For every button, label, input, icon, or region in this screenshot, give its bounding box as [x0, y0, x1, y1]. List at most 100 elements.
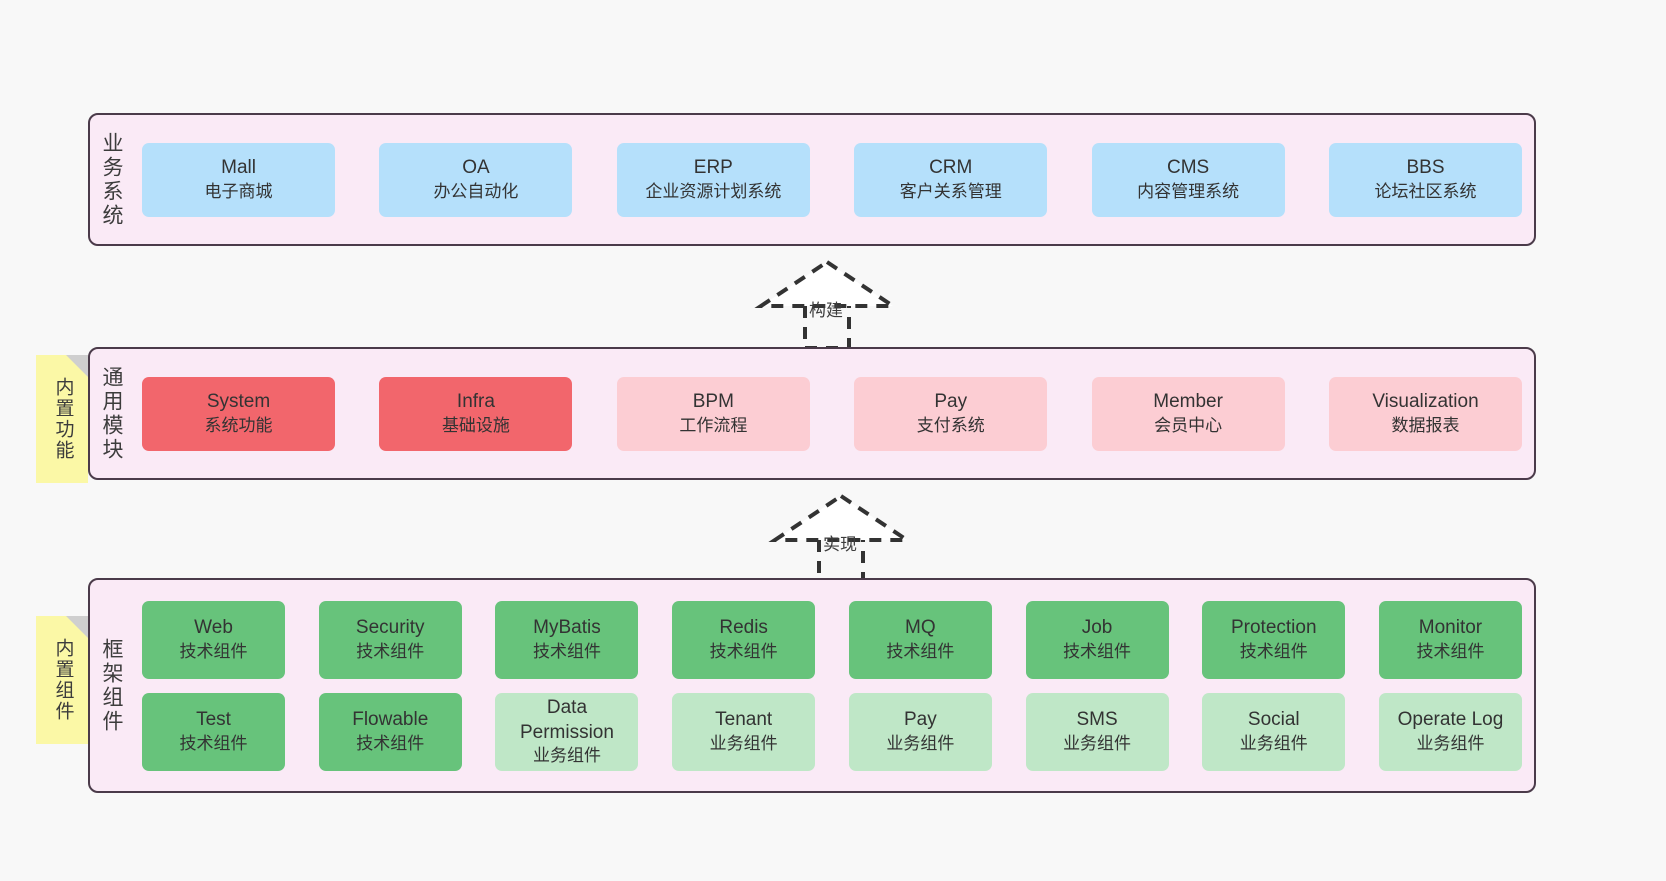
card-subtitle: 业务组件	[886, 733, 955, 753]
card-title: BPM	[692, 391, 734, 413]
card-title: Protection	[1230, 617, 1317, 639]
card-subtitle: 技术组件	[886, 641, 955, 661]
arrow-label-build: 构建	[809, 301, 843, 320]
card-title: CRM	[929, 157, 973, 179]
card-subtitle: 技术组件	[532, 641, 601, 661]
card-subtitle: 工作流程	[679, 415, 748, 435]
card-title: MyBatis	[533, 617, 601, 639]
arrow-implement: 实现	[768, 492, 914, 584]
card-title: Job	[1081, 617, 1113, 639]
sticky-fold-corner-icon	[66, 616, 88, 638]
card-title: OA	[462, 157, 490, 179]
card-subtitle: 业务组件	[709, 733, 778, 753]
layer-title-business-systems: 业务系统	[100, 131, 124, 228]
card-subtitle: 技术组件	[356, 641, 425, 661]
card-title: ERP	[693, 157, 733, 179]
arrowhead-triangle-implement	[768, 493, 914, 542]
card-subtitle: 论坛社区系统	[1374, 181, 1477, 201]
card-title: Data Permission	[519, 697, 614, 743]
card-title: Mall	[221, 157, 256, 179]
card-subtitle: 技术组件	[1239, 641, 1308, 661]
card-title: SMS	[1076, 709, 1118, 731]
card-subtitle: 技术组件	[179, 641, 248, 661]
card-subtitle: 基础设施	[441, 415, 510, 435]
arrow-label-implement: 实现	[823, 535, 857, 554]
card-title: Flowable	[352, 709, 429, 731]
card-subtitle: 办公自动化	[433, 181, 519, 201]
sticky-note-builtin-functions: 内置功能	[36, 355, 88, 483]
card-title: Operate Log	[1397, 709, 1504, 731]
card-subtitle: 技术组件	[1416, 641, 1485, 661]
layer-title-common-modules: 通用模块	[100, 365, 124, 462]
card-title: Monitor	[1418, 617, 1483, 639]
card-title: Member	[1153, 391, 1223, 413]
layer-title-framework-components: 框架组件	[100, 637, 124, 734]
card-subtitle: 业务组件	[532, 745, 601, 765]
card-subtitle: 系统功能	[204, 415, 273, 435]
card-subtitle: 技术组件	[356, 733, 425, 753]
sticky-note-label: 内置功能	[52, 377, 74, 461]
arrow-build: 构建	[754, 258, 900, 350]
card-title: System	[206, 391, 271, 413]
card-title: Test	[196, 709, 231, 731]
arrowhead-triangle-build	[754, 259, 900, 308]
card-title: MQ	[905, 617, 936, 639]
card-subtitle: 支付系统	[916, 415, 985, 435]
card-subtitle: 数据报表	[1391, 415, 1460, 435]
card-title: Pay	[903, 709, 937, 731]
card-subtitle: 技术组件	[709, 641, 778, 661]
card-title: Security	[355, 617, 425, 639]
card-title: CMS	[1166, 157, 1210, 179]
card-subtitle: 业务组件	[1416, 733, 1485, 753]
sticky-fold-corner-icon	[66, 355, 88, 377]
card-title: Infra	[456, 391, 495, 413]
card-subtitle: 会员中心	[1154, 415, 1223, 435]
card-subtitle: 企业资源计划系统	[645, 181, 782, 201]
card-title: Pay	[934, 391, 968, 413]
card-title: Social	[1247, 709, 1300, 731]
card-subtitle: 电子商城	[204, 181, 273, 201]
card-subtitle: 客户关系管理	[899, 181, 1002, 201]
card-subtitle: 业务组件	[1063, 733, 1132, 753]
card-title: Tenant	[715, 709, 773, 731]
sticky-note-label: 内置组件	[52, 638, 74, 722]
